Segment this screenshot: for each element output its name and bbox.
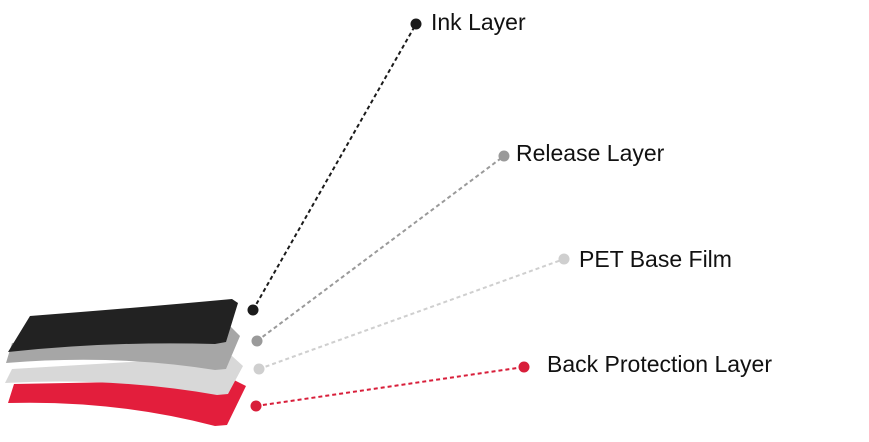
pet-base-film-label: PET Base Film [579, 246, 732, 272]
pet-start-dot [253, 363, 265, 375]
release-end-dot [498, 150, 510, 162]
pet-base-sheet [5, 356, 243, 395]
ink-sheet [8, 299, 238, 352]
back-protection-sheet [8, 380, 246, 426]
release-start-dot [251, 335, 263, 347]
back-leader-line [255, 366, 525, 407]
pet-end-dot [558, 253, 570, 265]
ink-end-dot [410, 18, 422, 30]
back-end-dot [518, 361, 530, 373]
ink-leader-line [252, 23, 417, 311]
pet-leader-line [258, 258, 565, 370]
release-layer-label: Release Layer [516, 140, 665, 166]
ink-start-dot [247, 304, 259, 316]
release-leader-line [256, 155, 505, 342]
ink-layer-label: Ink Layer [431, 9, 526, 35]
back-protection-layer-label: Back Protection Layer [547, 351, 772, 377]
back-start-dot [250, 400, 262, 412]
